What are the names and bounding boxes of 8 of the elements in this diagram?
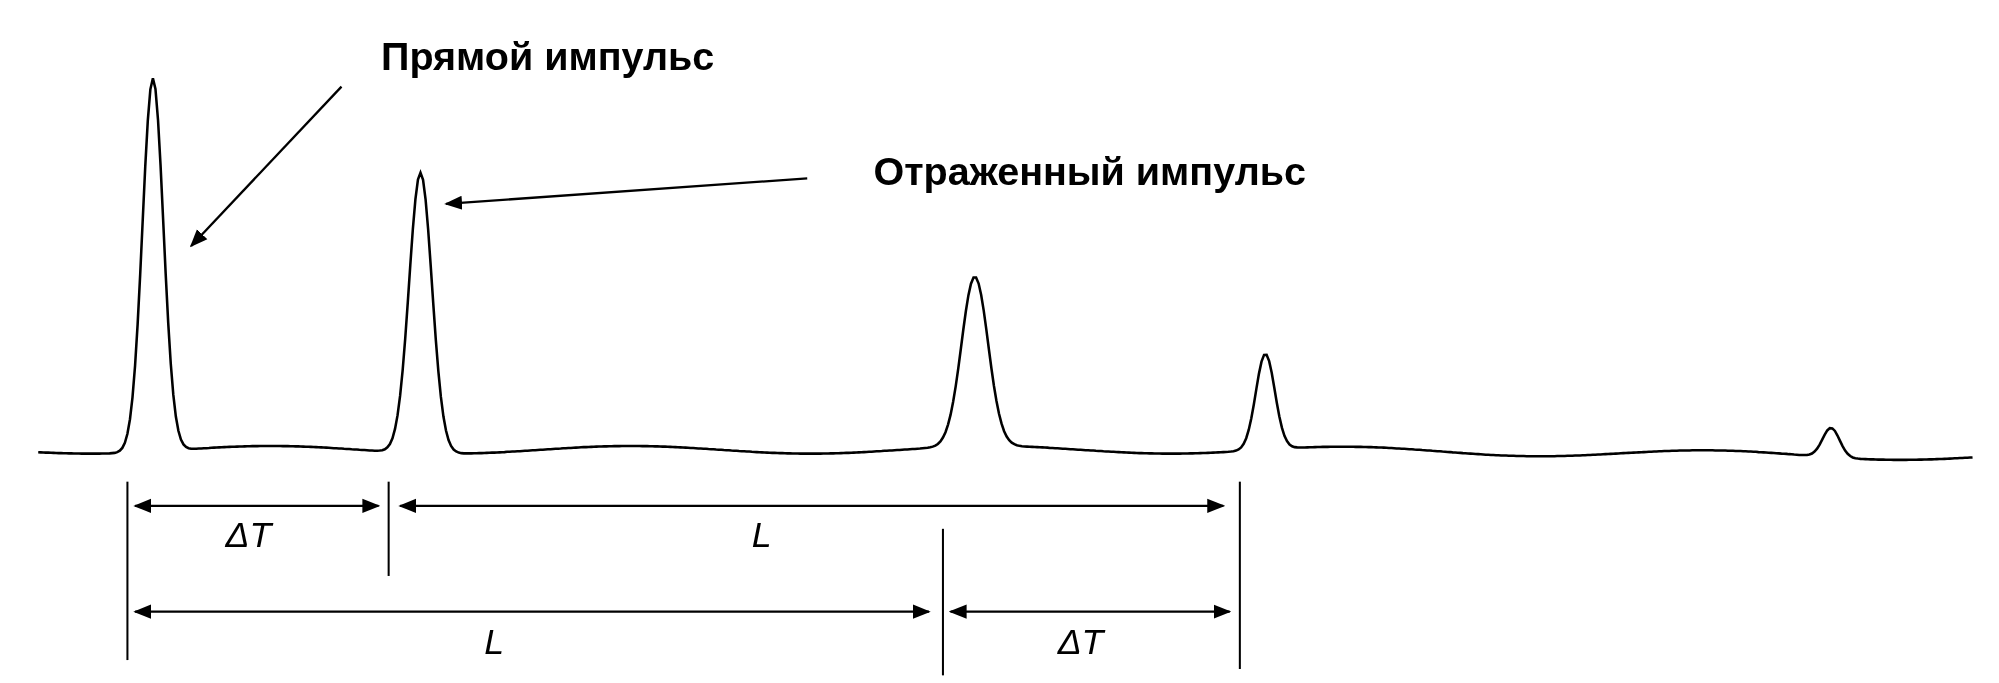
dimension-label: L <box>751 515 772 555</box>
dimension-label: L <box>484 622 505 662</box>
dimension-label: ΔT <box>225 515 272 555</box>
callout-text: Прямой импульс <box>381 35 715 80</box>
leader-arrow <box>444 177 808 210</box>
dimension-label: ΔT <box>1057 622 1104 662</box>
leader-arrow <box>189 85 343 248</box>
callout-text: Отраженный импульс <box>873 150 1306 194</box>
